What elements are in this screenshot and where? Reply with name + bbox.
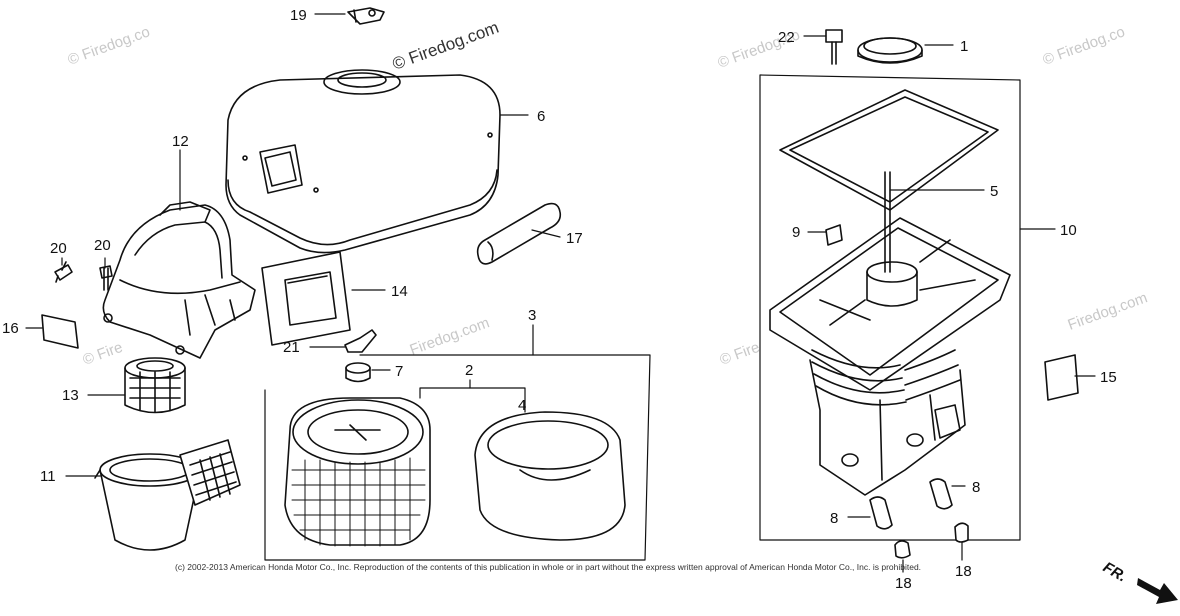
leader-lines: [25, 13, 1096, 573]
part-4-outer-element: [474, 411, 626, 541]
part-16-label: [41, 314, 79, 349]
part-15-label: [1044, 354, 1079, 401]
callout-7: 7: [395, 363, 403, 380]
part-3-kit-frame: [264, 354, 651, 561]
part-19-screw: [347, 7, 385, 25]
part-20-bolt: [99, 265, 113, 291]
front-direction-indicator: FR.: [1100, 559, 1178, 604]
callout-21: 21: [283, 339, 300, 356]
part-14-gasket: [261, 251, 351, 346]
watermark: © Firedog.co: [1041, 23, 1128, 68]
callout-18: 18: [895, 575, 912, 592]
part-1-seal: [857, 37, 923, 64]
part-8-tube: [929, 478, 953, 510]
part-20-bolt: [54, 261, 73, 283]
arrow-icon: [1137, 578, 1178, 604]
part-6-cover: [225, 69, 501, 254]
part-18-cap: [954, 522, 969, 543]
watermark: © Fire: [718, 339, 762, 369]
callout-3: 3: [528, 307, 536, 324]
watermark: © Firedog.com: [390, 18, 501, 74]
part-13-element: [124, 357, 186, 414]
callout-11: 11: [40, 468, 56, 485]
part-17-tube: [476, 202, 562, 265]
part-8-tube: [869, 496, 893, 530]
callout-5: 5: [990, 183, 998, 200]
part-5-gasket: [779, 89, 999, 211]
callout-9: 9: [792, 224, 800, 241]
watermark: Firedog.com: [1066, 289, 1150, 333]
callout-8b: 8: [830, 510, 838, 527]
part-22-bolt: [825, 29, 843, 65]
watermark: © Firedog.co: [66, 23, 153, 68]
callout-12: 12: [172, 133, 189, 150]
part-9-grommet: [825, 224, 843, 246]
front-label: FR.: [1100, 559, 1129, 586]
callout-labels: 19 6 12 20 20 16 17 14 3 21 7 2 4 13 11 …: [2, 7, 1117, 592]
callout-4: 4: [518, 397, 526, 414]
part-21-clip: [344, 329, 377, 353]
callout-17: 17: [566, 230, 583, 247]
part-2-element: [284, 397, 431, 547]
callout-2: 2: [465, 362, 473, 379]
callout-20b: 20: [94, 237, 111, 254]
copyright-notice: (c) 2002-2013 American Honda Motor Co., …: [175, 562, 921, 572]
part-7-nut: [345, 362, 371, 383]
part-18-cap: [894, 540, 911, 559]
callout-19: 19: [290, 7, 307, 24]
part-12-housing: [102, 201, 256, 359]
callout-18b: 18: [955, 563, 972, 580]
callout-13: 13: [62, 387, 79, 404]
callout-14: 14: [391, 283, 408, 300]
watermark: Firedog.com: [408, 314, 492, 358]
callout-16: 16: [2, 320, 19, 337]
callout-6: 6: [537, 108, 545, 125]
callout-22: 22: [778, 29, 795, 46]
part-10-case: [769, 171, 1011, 496]
callout-10: 10: [1060, 222, 1077, 239]
callout-15: 15: [1100, 369, 1117, 386]
callout-8: 8: [972, 479, 980, 496]
watermark: © Fire: [81, 339, 125, 369]
callout-20: 20: [50, 240, 67, 257]
part-11-case: [94, 439, 241, 551]
part-10-frame: [759, 74, 1021, 541]
callout-1: 1: [960, 38, 968, 55]
